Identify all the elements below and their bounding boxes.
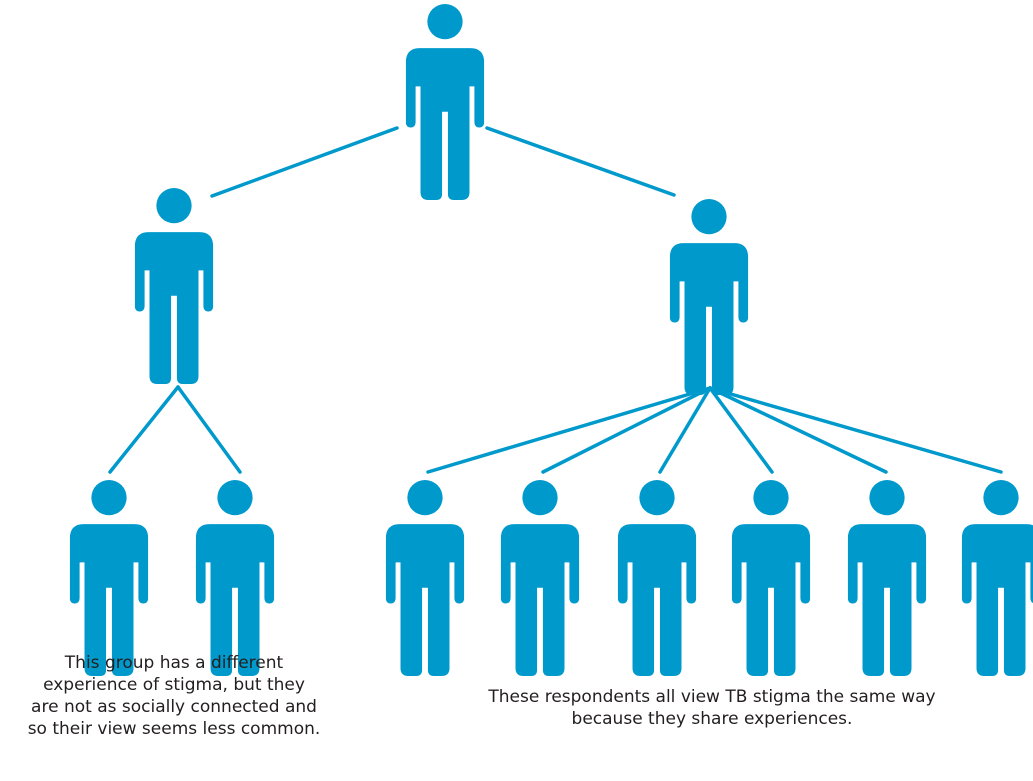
connector-line <box>108 385 180 474</box>
caption-line: experience of stigma, but they <box>43 675 305 695</box>
caption-line: are not as socially connected and <box>31 697 317 717</box>
connector-line <box>176 385 242 474</box>
person-icon <box>731 480 811 676</box>
person-icon <box>500 480 580 676</box>
connector-line <box>210 126 399 198</box>
caption-line: These respondents all view TB stigma the… <box>488 687 936 707</box>
connector-line <box>426 386 712 474</box>
caption-line: because they share experiences. <box>571 709 853 729</box>
connector-line <box>708 386 888 474</box>
large-group-caption: These respondents all view TB stigma the… <box>462 686 962 730</box>
connector-line <box>708 386 774 474</box>
caption-line: This group has a different <box>64 653 284 673</box>
person-icon <box>134 188 214 384</box>
person-icon <box>617 480 697 676</box>
person-icon <box>385 480 465 676</box>
people-group <box>69 4 1033 676</box>
connector-lines <box>108 126 1003 474</box>
person-icon <box>195 480 275 676</box>
person-icon <box>69 480 149 676</box>
person-icon <box>961 480 1033 676</box>
small-group-caption: This group has a different experience of… <box>0 652 348 740</box>
person-icon <box>847 480 927 676</box>
person-icon <box>405 4 485 200</box>
person-icon <box>669 199 749 395</box>
connector-line <box>485 126 676 197</box>
connector-line <box>541 386 712 474</box>
connector-line <box>708 386 1003 474</box>
caption-line: so their view seems less common. <box>27 719 321 739</box>
connector-line <box>658 386 712 474</box>
